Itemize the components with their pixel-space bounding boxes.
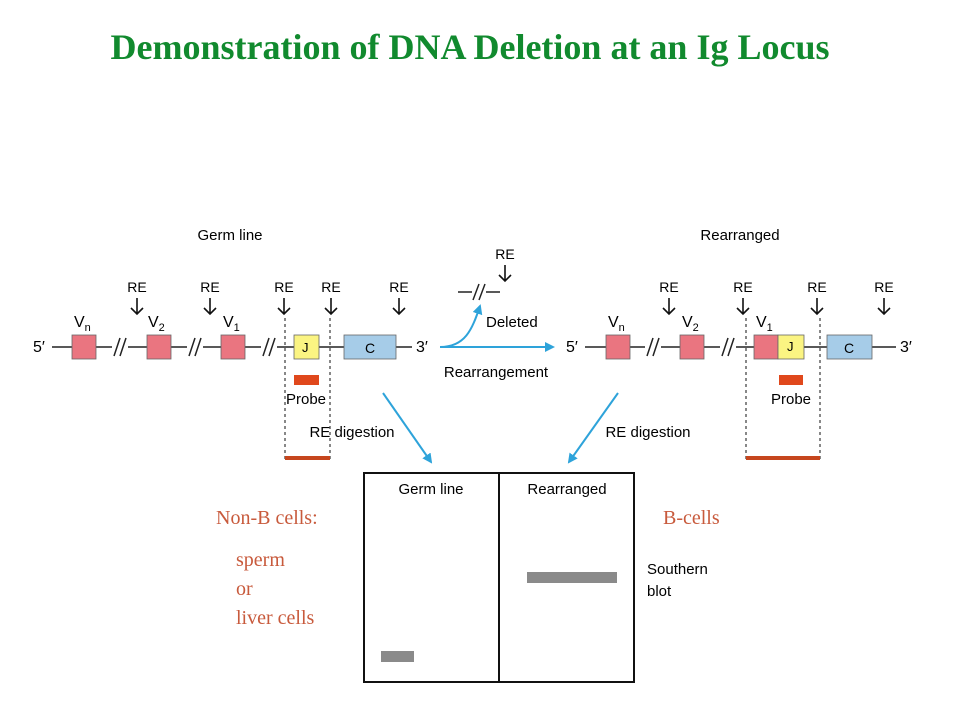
or-label: or <box>236 578 253 600</box>
rearrangement-label: Rearrangement <box>444 364 549 381</box>
germline-fragment <box>285 456 330 460</box>
rearranged-three-prime: 3′ <box>900 339 912 356</box>
germline-vn-segment <box>71 334 97 360</box>
re-down-arrow-icon <box>130 298 144 316</box>
rearranged-re-label: RE <box>659 279 678 295</box>
germline-digestion-label: RE digestion <box>309 424 394 441</box>
re-down-arrow-icon <box>392 298 406 316</box>
rearranged-re-label: RE <box>733 279 752 295</box>
germline-v2-label: V2 <box>148 314 165 334</box>
germline-re-label: RE <box>127 279 146 295</box>
deleted-re-label: RE <box>495 246 514 262</box>
rearranged-locus: Rearranged 5′ J C 3′ Vn V2 V1 RE RE RE R… <box>566 227 912 462</box>
rearranged-digestion-arrow <box>567 392 619 464</box>
germline-re-sites: RE RE RE RE RE <box>127 279 409 316</box>
re-down-arrow-icon <box>203 298 217 316</box>
sperm-label: sperm <box>236 549 285 571</box>
rearranged-c-label: C <box>844 340 854 356</box>
blot-lane-rearranged-label: Rearranged <box>527 481 606 498</box>
germline-c-label: C <box>365 340 375 356</box>
rearranged-digestion-label: RE digestion <box>605 424 690 441</box>
germline-c-segment <box>343 334 397 360</box>
page-title: Demonstration of DNA Deletion at an Ig L… <box>110 27 830 67</box>
germline-j-label: J <box>302 340 309 355</box>
rearranged-v1-segment <box>753 334 779 360</box>
deletion-arrow <box>439 304 483 348</box>
germline-v2-segment <box>146 334 172 360</box>
rearranged-probe <box>779 375 803 385</box>
rearranged-c-segment <box>826 334 873 360</box>
rearranged-vn-segment <box>605 334 631 360</box>
rearranged-v2-segment <box>679 334 705 360</box>
liver-cells-label: liver cells <box>236 607 315 629</box>
rearranged-vn-label: Vn <box>608 314 625 334</box>
rearranged-break-marks <box>645 337 736 357</box>
rearranged-re-sites: RE RE RE RE <box>659 279 894 316</box>
blot-caption-line2: blot <box>647 583 672 600</box>
germline-break-marks <box>112 337 277 357</box>
re-down-arrow-icon <box>498 265 512 283</box>
germline-re-label: RE <box>321 279 340 295</box>
germline-three-prime: 3′ <box>416 339 428 356</box>
rearranged-heading: Rearranged <box>700 227 779 244</box>
re-down-arrow-icon <box>324 298 338 316</box>
deleted-label: Deleted <box>486 314 538 331</box>
germline-re-label: RE <box>389 279 408 295</box>
germline-j-segment <box>293 334 320 360</box>
germline-re-label: RE <box>200 279 219 295</box>
germline-five-prime: 5′ <box>33 339 45 356</box>
germline-v1-label: V1 <box>223 314 240 334</box>
re-down-arrow-icon <box>736 298 750 316</box>
blot-lane-germline-label: Germ line <box>398 481 463 498</box>
re-down-arrow-icon <box>810 298 824 316</box>
germline-probe-label: Probe <box>286 391 326 408</box>
re-down-arrow-icon <box>277 298 291 316</box>
re-down-arrow-icon <box>662 298 676 316</box>
germline-probe <box>294 375 319 385</box>
rearranged-re-label: RE <box>874 279 893 295</box>
rearranged-j-segment <box>777 334 805 360</box>
rearranged-v2-label: V2 <box>682 314 699 334</box>
germline-band <box>381 651 414 662</box>
rearranged-five-prime: 5′ <box>566 339 578 356</box>
germline-vn-label: Vn <box>74 314 91 334</box>
germline-locus: Germ line 5′ J C 3′ Vn V2 V1 RE RE RE RE… <box>33 227 428 462</box>
germline-digestion-arrow <box>382 392 433 464</box>
b-cells-label: B-cells <box>663 507 720 529</box>
germline-v1-segment <box>220 334 246 360</box>
rearranged-band <box>527 572 617 583</box>
southern-blot: Germ line Rearranged Southern blot <box>363 472 708 683</box>
rearranged-fragment <box>746 456 820 460</box>
re-down-arrow-icon <box>877 298 891 316</box>
germline-re-label: RE <box>274 279 293 295</box>
rearrangement-step: RE Deleted Rearrangement <box>439 246 555 381</box>
rearranged-re-label: RE <box>807 279 826 295</box>
germline-heading: Germ line <box>197 227 262 244</box>
rearranged-probe-label: Probe <box>771 391 811 408</box>
rearranged-j-label: J <box>787 339 794 354</box>
blot-caption-line1: Southern <box>647 561 708 578</box>
non-b-cells-label: Non-B cells: <box>216 507 318 529</box>
rearranged-v1-label: V1 <box>756 314 773 334</box>
